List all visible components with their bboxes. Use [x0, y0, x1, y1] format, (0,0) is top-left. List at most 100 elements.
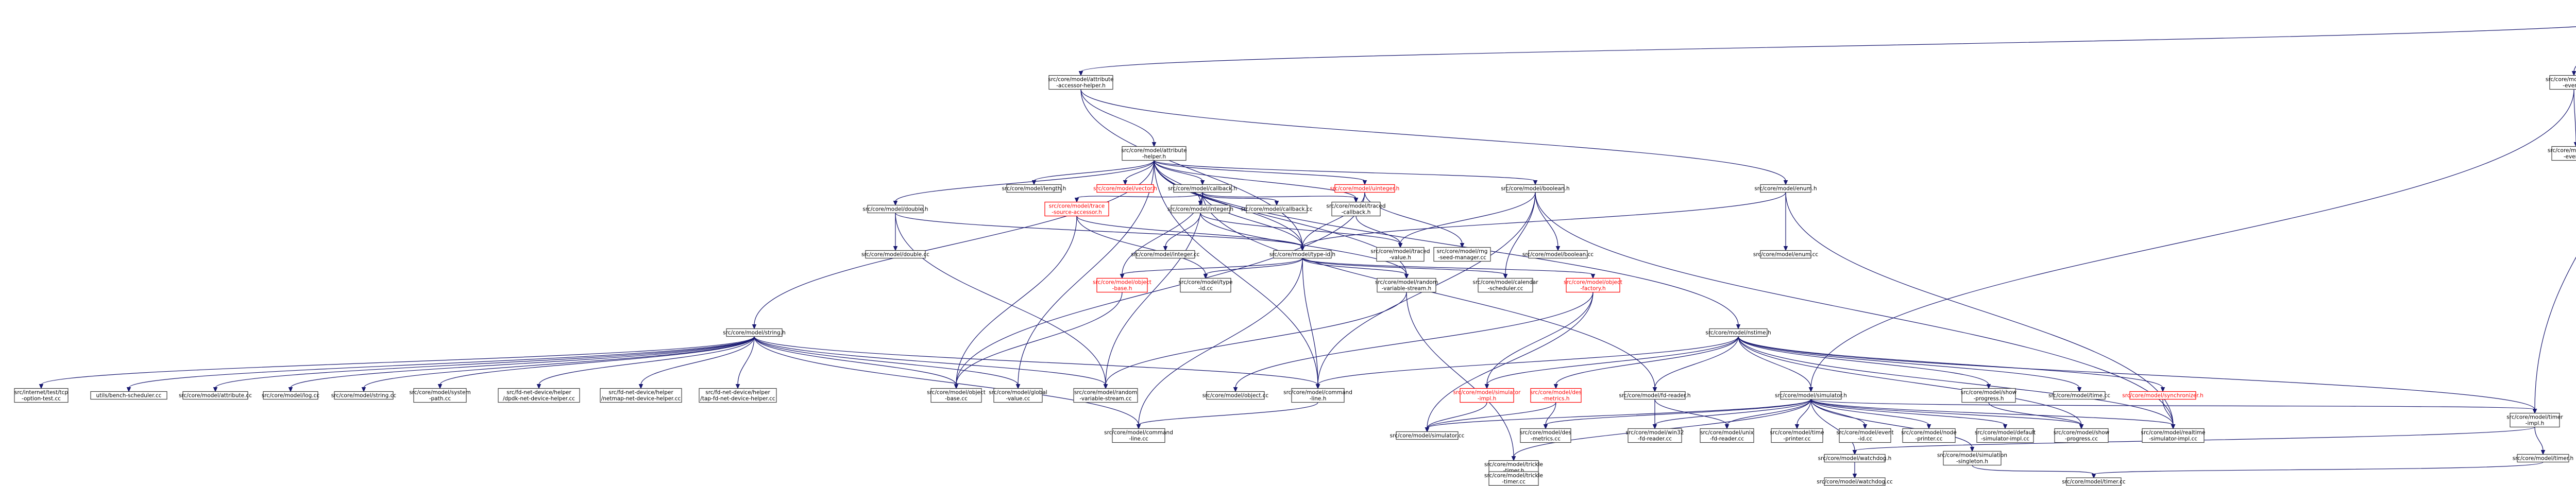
node-src-core-model-length-h[interactable]: src/core/model/length.h [1002, 184, 1066, 193]
edge-n10-n28 [1503, 192, 1536, 279]
node-src-core-model-attribute-accessor-helper-h[interactable]: src/core/model/attribute-accessor-helper… [1048, 75, 1114, 90]
node-src-core-model-boolean-h[interactable]: src/core/model/boolean.h [1501, 184, 1570, 193]
node-src-core-model-integer-cc[interactable]: src/core/model/integer.cc [1131, 250, 1200, 259]
node-src-core-model-enum-h[interactable]: src/core/model/enum.h [1754, 184, 1817, 193]
node-label-line: -value.h [1389, 255, 1411, 261]
edge-n48-n55 [1543, 398, 1811, 429]
edge-n48-n61 [1810, 399, 2008, 429]
node-label-line: src/core/model/timer.cc [2062, 479, 2126, 485]
node-src-core-model-default-simulator-impl-cc[interactable]: src/core/model/default-simulator-impl.cc [1975, 428, 2036, 443]
node-src-core-model-object-base-h[interactable]: src/core/model/object-base.h [1093, 277, 1151, 293]
node-src-core-model-show-progress-h[interactable]: src/core/model/show-progress.h [1961, 388, 2017, 403]
node-src-core-model-simulator-h[interactable]: src/core/model/simulator.h [1775, 391, 1847, 400]
node-label-line: -progress.h [1973, 396, 2004, 402]
node-src-core-model-object-factory-h[interactable]: src/core/model/object-factory.h [1564, 277, 1622, 293]
node-src-core-model-time-printer-cc[interactable]: src/core/model/time-printer.cc [1770, 428, 1824, 443]
node-src-core-model-boolean-cc[interactable]: src/core/model/boolean.cc [1522, 250, 1594, 259]
node-src-core-model-timer-h[interactable]: src/core/model/timer.h [2513, 454, 2573, 463]
edge-n30-n47 [1652, 336, 1739, 392]
edge-n8-n13 [1074, 192, 1203, 203]
node-src-core-model-calendar-scheduler-cc[interactable]: src/core/model/calendar-scheduler.cc [1472, 277, 1538, 293]
node-src-core-model-integer-h[interactable]: src/core/model/integer.h [1167, 204, 1233, 214]
node-label-line: src/core/model/show [1961, 390, 2017, 396]
edge-n48-n66 [1810, 399, 1975, 452]
node-src-core-model-double-cc[interactable]: src/core/model/double.cc [861, 250, 929, 259]
node-label-line: src/core/model/default [1975, 430, 2036, 436]
node-src-core-model-object-cc[interactable]: src/core/model/object.cc [1202, 391, 1269, 400]
node-src-core-model-traced-value-h[interactable]: src/core/model/traced-value.h [1370, 247, 1430, 262]
node-src-core-model-command-line-h[interactable]: src/core/model/command-line.h [1283, 388, 1352, 403]
node-src-core-model-simulator-impl-h[interactable]: src/core/model/simulator-impl.h [1453, 388, 1521, 403]
node-src-core-model-trickle-timer-cc[interactable]: src/core/model/trickle-timer.cc [1484, 471, 1543, 486]
node-src-core-model-trace-source-accessor-h[interactable]: src/core/model/trace-source-accessor.h [1044, 201, 1109, 217]
node-label-line: src/core/model/watchdog.h [1818, 456, 1892, 462]
edge-n48-n58 [1794, 399, 1811, 429]
edge-n12-n42 [895, 213, 1108, 389]
node-label-line: src/core/model/double.cc [861, 252, 929, 258]
node-src-core-model-win32-fd-reader-cc[interactable]: src/core/model/win32-fd-reader.cc [1626, 428, 1684, 443]
node-label-line: src/core/model/simulator [1453, 390, 1521, 396]
node-label-line: src/core/model/attribute [1121, 148, 1187, 154]
edge-n30-n46 [1553, 336, 1739, 389]
node-src-core-model-nstime-h[interactable]: src/core/model/nstime.h [1705, 328, 1771, 337]
node-src-fd-net-device-helper-tap-fd-net-device-helper-cc[interactable]: src/fd-net-device/helper/tap-fd-net-devi… [699, 388, 777, 403]
node-src-core-model-double-h[interactable]: src/core/model/double.h [862, 204, 928, 214]
node-label-line: -accessor-helper.h [1056, 83, 1106, 89]
node-src-internet-test-tcp-option-test-cc[interactable]: src/internet/test/tcp-option-test.cc [14, 388, 69, 403]
node-src-core-model-enum-cc[interactable]: src/core/model/enum.cc [1753, 250, 1818, 259]
node-src-core-model-type-id-h[interactable]: src/core/model/type-id.h [1269, 250, 1335, 259]
node-src-core-model-attribute-helper-h[interactable]: src/core/model/attribute-helper.h [1121, 146, 1187, 161]
node-src-core-model-watchdog-h[interactable]: src/core/model/watchdog.h [1818, 454, 1892, 463]
node-src-fd-net-device-helper-netmap-net-device-helper-cc[interactable]: src/fd-net-device/helper/netmap-net-devi… [600, 388, 682, 403]
edge-n29-n43 [1233, 292, 1594, 392]
node-label-line: src/core/model/boolean.h [1501, 186, 1569, 192]
node-src-core-model-callback-h[interactable]: src/core/model/callback.h [1168, 184, 1237, 193]
edge-n1-n2 [1078, 26, 2576, 76]
node-label-line: -metrics.cc [1531, 436, 1561, 442]
node-utils-bench-scheduler-cc[interactable]: utils/bench-scheduler.cc [90, 391, 167, 400]
node-src-core-model-traced-callback-h[interactable]: src/core/model/traced-callback.h [1326, 201, 1386, 217]
node-src-core-model-simulator-cc[interactable]: src/core/model/simulator.cc [1390, 431, 1465, 440]
node-src-core-model-command-line-cc[interactable]: src/core/model/command-line.cc [1104, 428, 1173, 443]
node-src-core-model-log-cc[interactable]: src/core/model/log.cc [262, 391, 319, 400]
node-src-core-model-fd-reader-h[interactable]: src/core/model/fd-reader.h [1619, 391, 1691, 400]
node-label-line: src/core/model/time [1770, 430, 1824, 436]
node-src-core-model-synchronizer-h[interactable]: src/core/model/synchronizer.h [2122, 391, 2204, 400]
node-src-core-model-event-id-cc[interactable]: src/core/model/event-id.cc [1836, 428, 1894, 443]
node-src-core-model-timer-cc[interactable]: src/core/model/timer.cc [2062, 477, 2126, 486]
node-src-core-model-object-base-cc[interactable]: src/core/model/object-base.cc [927, 388, 986, 403]
node-src-core-model-attribute-cc[interactable]: src/core/model/attribute.cc [179, 391, 252, 400]
node-src-core-model-watchdog-cc[interactable]: src/core/model/watchdog.cc [1817, 477, 1893, 486]
node-src-core-model-random-variable-stream-h[interactable]: src/core/model/random-variable-stream.h [1375, 277, 1438, 293]
node-src-core-model-string-cc[interactable]: src/core/model/string.cc [331, 391, 397, 400]
node-src-core-model-node-printer-cc[interactable]: src/core/model/node-printer.cc [1901, 428, 1957, 443]
node-src-core-model-string-h[interactable]: src/core/model/string.h [723, 328, 786, 337]
node-src-core-model-des-metrics-cc[interactable]: src/core/model/des-metrics.cc [1520, 428, 1571, 443]
node-src-core-model-show-progress-cc[interactable]: src/core/model/show-progress.cc [2054, 428, 2110, 443]
node-src-core-model-simulation-singleton-h[interactable]: src/core/model/simulation-singleton.h [1937, 450, 2007, 466]
node-src-core-model-make-event-cc[interactable]: src/core/model/make-event.cc [2548, 146, 2576, 161]
node-src-core-model-type-id-cc[interactable]: src/core/model/type-id.cc [1179, 277, 1233, 293]
node-src-core-model-make-event-h[interactable]: src/core/model/make-event.h [2546, 75, 2576, 90]
node-src-core-model-time-cc[interactable]: src/core/model/time.cc [2048, 391, 2110, 400]
node-src-core-model-timer-impl-h[interactable]: src/core/model/timer-impl.h [2506, 412, 2563, 428]
node-label-line: src/core/model/object [1093, 280, 1151, 286]
edge-n47-n56 [1652, 399, 1657, 429]
node-src-core-model-global-value-cc[interactable]: src/core/model/global-value.cc [989, 388, 1047, 403]
node-label-line: -id.cc [1198, 286, 1213, 292]
node-src-core-model-realtime-simulator-impl-cc[interactable]: src/core/model/realtime-simulator-impl.c… [2141, 428, 2206, 443]
edge-n30-n51 [1738, 336, 2165, 392]
node-src-core-model-unix-fd-reader-cc[interactable]: src/core/model/unix-fd-reader.cc [1700, 428, 1754, 443]
node-src-core-model-des-metrics-h[interactable]: src/core/model/des-metrics.h [1530, 388, 1582, 403]
node-src-fd-net-device-helper-dpdk-net-device-helper-cc[interactable]: src/fd-net-device/helper/dpdk-net-device… [498, 388, 580, 403]
node-label-line: -simulator-impl.cc [2149, 436, 2197, 442]
node-src-core-model-system-path-cc[interactable]: src/core/model/system-path.cc [409, 388, 471, 403]
edge-n24-n35 [361, 336, 755, 392]
node-src-core-model-rng-seed-manager-cc[interactable]: src/core/model/rng-seed-manager.cc [1433, 247, 1491, 262]
node-label-line: src/core/model/object [927, 390, 986, 396]
node-src-core-model-random-variable-stream-cc[interactable]: src/core/model/random-variable-stream.cc [1073, 388, 1138, 403]
node-src-core-model-callback-cc[interactable]: src/core/model/callback.cc [1241, 204, 1313, 214]
node-src-core-model-uinteger-h[interactable]: src/core/model/uinteger.h [1330, 184, 1400, 193]
node-src-core-model-vector-h[interactable]: src/core/model/vector.h [1093, 184, 1157, 193]
node-label-line: -variable-stream.cc [1079, 396, 1132, 402]
